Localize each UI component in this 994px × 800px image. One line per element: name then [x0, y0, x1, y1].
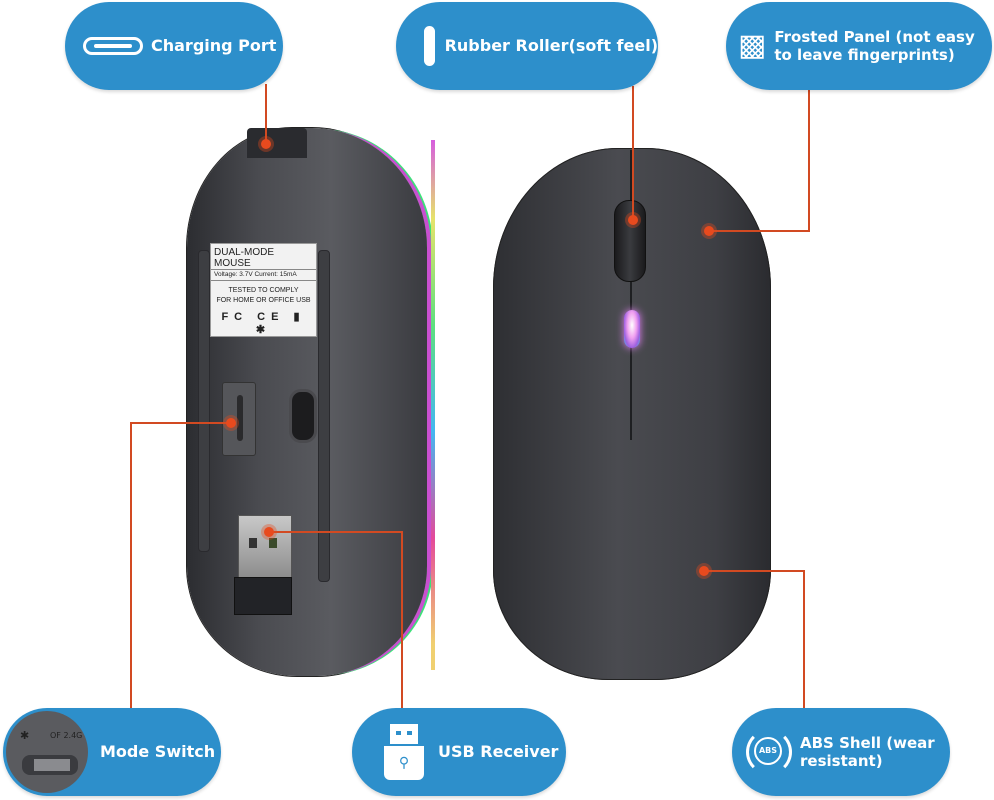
leader-line-frosted-h	[710, 230, 810, 232]
dot-roller	[628, 215, 638, 225]
certification-marks: FC CE ▮ ✱	[221, 311, 306, 336]
label-compliance: TESTED TO COMPLY FOR HOME OR OFFICE USB	[216, 287, 311, 304]
leader-line-charging	[265, 84, 267, 144]
charging-port	[247, 128, 307, 158]
rgb-led	[624, 310, 640, 348]
leader-line-roller	[632, 86, 634, 218]
callout-mode-switch: ✱ OF 2.4G Mode Switch	[3, 708, 221, 796]
usb-c-port-icon	[83, 37, 143, 55]
leader-line-frosted-v	[808, 88, 810, 232]
leader-line-mode-h	[130, 422, 230, 424]
dot-abs	[699, 566, 709, 576]
button-seam	[630, 150, 632, 440]
mouse-icon	[424, 26, 437, 66]
label-title: DUAL-MODE MOUSE	[211, 244, 316, 270]
dot-mode	[226, 418, 236, 428]
callout-rubber-roller: Rubber Roller(soft feel)	[396, 2, 658, 90]
callout-label: Charging Port	[151, 36, 277, 55]
usb-receiver	[238, 515, 292, 579]
usb-dongle-icon: ⚲	[384, 724, 424, 780]
callout-label: ABS Shell (wear resistant)	[800, 734, 935, 770]
callout-usb-receiver: ⚲ USB Receiver	[352, 708, 566, 796]
callout-label: Rubber Roller(soft feel)	[444, 36, 658, 55]
foot-rail-left	[198, 250, 210, 552]
product-label: DUAL-MODE MOUSE Voltage: 3.7V Current: 1…	[210, 243, 317, 337]
callout-label: Mode Switch	[100, 742, 216, 761]
callout-charging-port: Charging Port	[65, 2, 283, 90]
usb-receiver-cap	[234, 577, 292, 615]
callout-frosted-panel: ▩ Frosted Panel (not easy to leave finge…	[726, 2, 992, 90]
abs-badge-icon: ABS	[746, 729, 792, 775]
foot-rail-right	[318, 250, 330, 582]
leader-line-abs-v	[803, 570, 805, 710]
dot-usb	[264, 527, 274, 537]
leader-line-abs-h	[705, 570, 805, 572]
leader-line-usb-h	[268, 531, 403, 533]
dot-charging	[261, 139, 271, 149]
mode-switch-photo: ✱ OF 2.4G	[6, 711, 88, 793]
scroll-wheel	[614, 200, 646, 282]
woven-texture-icon: ▩	[738, 28, 767, 63]
callout-abs-shell: ABS ABS Shell (wear resistant)	[732, 708, 950, 796]
leader-line-usb-v	[401, 531, 403, 709]
sensor-window	[289, 389, 317, 443]
callout-label: USB Receiver	[438, 742, 559, 761]
dot-frosted	[704, 226, 714, 236]
label-specs: Voltage: 3.7V Current: 15mA	[211, 270, 316, 281]
leader-line-mode-v	[130, 422, 132, 712]
callout-label: Frosted Panel (not easy to leave fingerp…	[774, 28, 975, 64]
